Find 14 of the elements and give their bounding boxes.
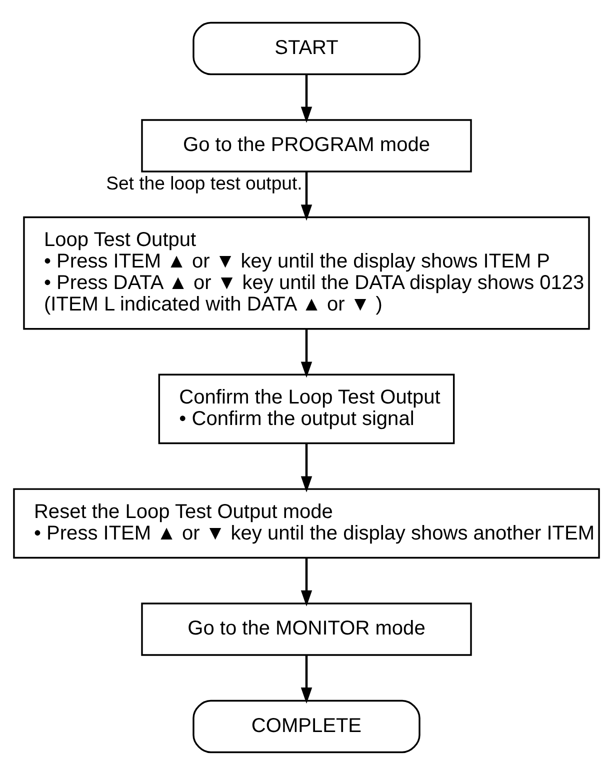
- arrow: [300, 444, 312, 492]
- arrow: [300, 74, 312, 123]
- node-box: COMPLETE: [192, 700, 420, 754]
- edge-label: Set the loop test output.: [106, 172, 302, 194]
- arrow: [300, 656, 312, 704]
- node-box: Loop Test Output • Press ITEM ▲ or ▼ key until the display shows ITEM P • Press DATA ▲ or ▼ key until the DATA display shows 0123 (ITEM L indicated with DATA ▲ or ▼ ): [23, 216, 590, 330]
- node-box: Confirm the Loop Test Output • Confirm the output signal: [158, 374, 455, 444]
- node-box: Reset the Loop Test Output mode • Press ITEM ▲ or ▼ key until the display shows another ITEM: [13, 488, 600, 559]
- arrow: [300, 328, 312, 378]
- node-box: Go to the PROGRAM mode: [141, 119, 472, 172]
- arrow: [300, 172, 312, 221]
- node-box: Go to the MONITOR mode: [141, 602, 472, 656]
- arrow: [300, 558, 312, 606]
- node-box: START: [192, 22, 420, 76]
